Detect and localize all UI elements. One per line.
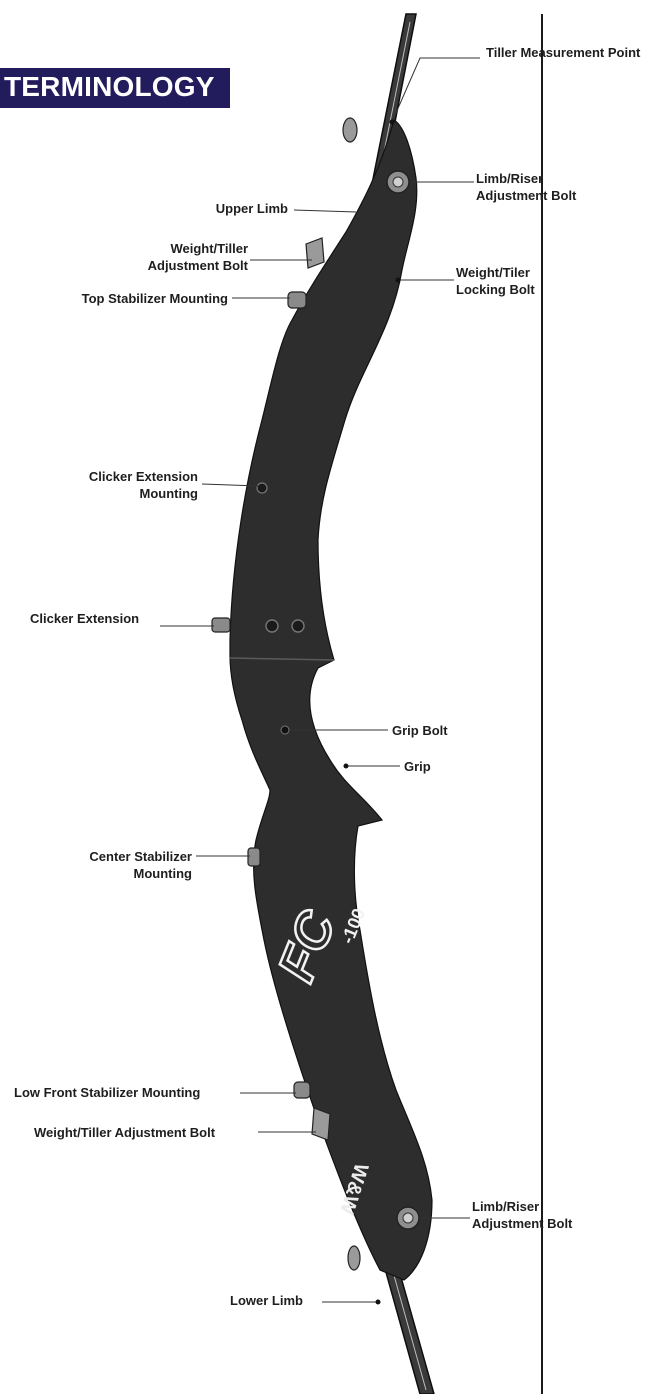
label-center-stabilizer-mounting: Center Stabilizer Mounting [44, 848, 192, 882]
label-line: Weight/Tiller [110, 240, 248, 257]
label-limb-riser-adjustment-bolt-top: Limb/Riser Adjustment Bolt [476, 170, 576, 204]
label-grip: Grip [404, 758, 431, 775]
label-line: Mounting [60, 485, 198, 502]
label-line: Clicker Extension [60, 468, 198, 485]
label-limb-riser-adjustment-bolt-bottom: Limb/Riser Adjustment Bolt [472, 1198, 572, 1232]
label-line: Center Stabilizer [44, 848, 192, 865]
label-weight-tiller-adjustment-bolt-bottom: Weight/Tiller Adjustment Bolt [34, 1124, 215, 1141]
label-grip-bolt: Grip Bolt [392, 722, 448, 739]
label-clicker-extension: Clicker Extension [30, 610, 139, 627]
label-line: Weight/Tiler [456, 264, 535, 281]
label-weight-tiller-adjustment-bolt-top: Weight/Tiller Adjustment Bolt [110, 240, 248, 274]
label-clicker-extension-mounting: Clicker Extension Mounting [60, 468, 198, 502]
clicker-extension-hole [257, 483, 267, 493]
weight-tiller-bolt-bottom [312, 1108, 330, 1140]
grip-bolt-hole [281, 726, 289, 734]
label-upper-limb: Upper Limb [196, 200, 288, 217]
clicker-extension-bushing [212, 618, 230, 632]
label-line: Limb/Riser [472, 1198, 572, 1215]
label-line: Limb/Riser [476, 170, 576, 187]
top-stabilizer-bushing [288, 292, 306, 308]
lower-limb-pocket-bolt [348, 1246, 360, 1270]
label-line: Adjustment Bolt [476, 187, 576, 204]
label-tiller-measurement-point: Tiller Measurement Point [486, 44, 640, 61]
label-line: Mounting [44, 865, 192, 882]
leader-upper-limb [294, 210, 356, 212]
label-low-front-stabilizer-mounting: Low Front Stabilizer Mounting [14, 1084, 200, 1101]
label-line: Adjustment Bolt [110, 257, 248, 274]
upper-limb-pocket-bolt [343, 118, 357, 142]
label-line: Locking Bolt [456, 281, 535, 298]
riser-hole-2 [292, 620, 304, 632]
riser [230, 120, 432, 1280]
label-lower-limb: Lower Limb [230, 1292, 303, 1309]
riser-hole-1 [266, 620, 278, 632]
weight-tiller-bolt-top [306, 238, 324, 268]
label-top-stabilizer-mounting: Top Stabilizer Mounting [20, 290, 228, 307]
limb-riser-bolt-top [387, 171, 409, 193]
page-title: TERMINOLOGY [4, 71, 215, 103]
center-stabilizer-bushing [248, 848, 260, 866]
low-front-stabilizer-bushing [294, 1082, 310, 1098]
label-weight-tiler-locking-bolt: Weight/Tiler Locking Bolt [456, 264, 535, 298]
limb-riser-bolt-bottom [397, 1207, 419, 1229]
label-line: Adjustment Bolt [472, 1215, 572, 1232]
